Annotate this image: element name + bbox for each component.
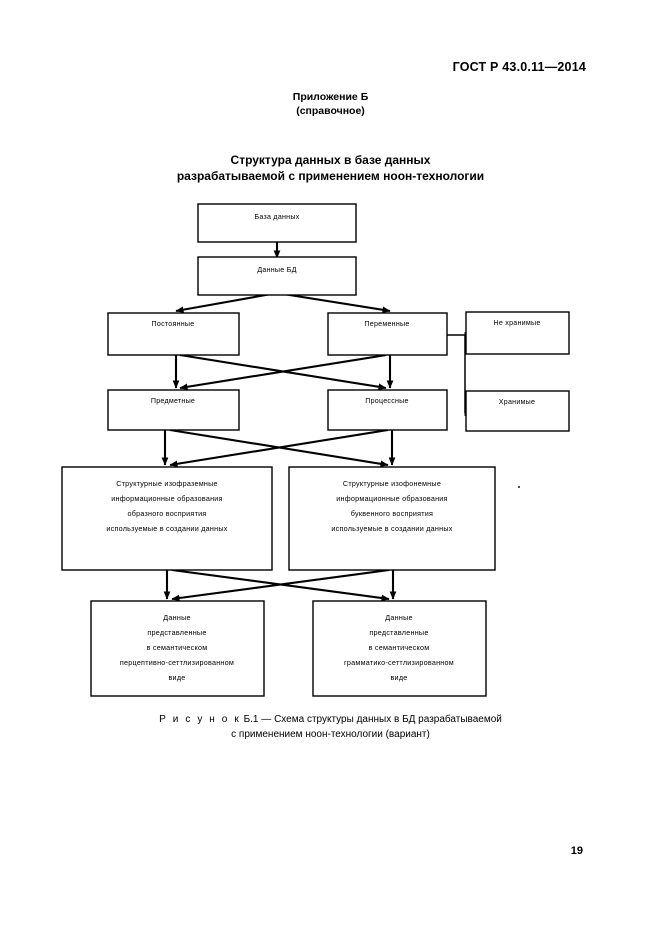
node-variable-label: Переменные bbox=[364, 320, 409, 328]
node-constant-box bbox=[107, 312, 240, 356]
figure-caption: Р и с у н о к Б.1 — Схема структуры данн… bbox=[0, 712, 661, 742]
node-stored-label: Хранимые bbox=[499, 398, 535, 406]
node-izofonem[interactable]: Структурные изофонемные информационные о… bbox=[288, 466, 496, 571]
node-db-data-label: Данные БД bbox=[257, 266, 296, 274]
node-izofonem-line2: информационные образования bbox=[336, 494, 447, 503]
node-process-label: Процессные bbox=[365, 397, 408, 405]
appendix-label: Приложение Б bbox=[292, 91, 369, 103]
node-database-box bbox=[197, 203, 357, 243]
page-title-line1: Структура данных в базе данных bbox=[230, 153, 431, 167]
node-grammatical-line1: Данные bbox=[385, 613, 412, 622]
connector-variable-to-subject bbox=[179, 353, 387, 391]
node-db-data-box bbox=[197, 256, 357, 296]
diagram-container: База данных Данные БД Постоянные Перемен… bbox=[0, 195, 661, 710]
node-grammatical-line5: виде bbox=[390, 673, 407, 682]
node-izofrazem-box bbox=[61, 466, 273, 571]
node-izofrazem-line4: используемые в создании данных bbox=[106, 524, 227, 533]
page-speck bbox=[518, 486, 520, 488]
node-grammatical-line4: грамматико-сеттлизированном bbox=[344, 658, 454, 667]
node-variable[interactable]: Переменные bbox=[327, 312, 448, 356]
node-izofonem-box bbox=[288, 466, 496, 571]
page-number: 19 bbox=[570, 845, 583, 857]
standard-header: ГОСТ Р 43.0.11—2014 bbox=[452, 60, 586, 74]
figure-caption-text1: Схема структуры данных в БД разрабатывае… bbox=[274, 714, 502, 725]
node-variable-box bbox=[327, 312, 448, 356]
figure-caption-word: Р и с у н о к bbox=[159, 714, 241, 725]
node-izofrazem-line2: информационные образования bbox=[111, 494, 222, 503]
node-constant[interactable]: Постоянные bbox=[107, 312, 240, 356]
node-subject[interactable]: Предметные bbox=[107, 389, 240, 431]
node-subject-label: Предметные bbox=[151, 397, 195, 405]
node-not-stored-box bbox=[465, 311, 570, 355]
page-title-line2: разрабатываемой с применением ноон-техно… bbox=[176, 169, 485, 183]
node-process[interactable]: Процессные bbox=[327, 389, 448, 431]
appendix-heading: Приложение Б (справочное) bbox=[0, 90, 661, 118]
node-izofonem-line1: Структурные изофонемные bbox=[343, 479, 441, 488]
node-izofrazem[interactable]: Структурные изофраземные информационные … bbox=[61, 466, 273, 571]
node-not-stored[interactable]: Не хранимые bbox=[465, 311, 570, 355]
node-stored[interactable]: Хранимые bbox=[465, 390, 570, 432]
node-grammatical-line2: представленные bbox=[369, 628, 428, 637]
node-perceptive-line2: представленные bbox=[147, 628, 206, 637]
node-perceptive-line4: перцептивно-сеттлизированном bbox=[120, 658, 234, 667]
node-grammatical[interactable]: Данные представленные в семантическом гр… bbox=[312, 600, 487, 697]
appendix-kind: (справочное) bbox=[296, 105, 365, 117]
node-perceptive[interactable]: Данные представленные в семантическом пе… bbox=[90, 600, 265, 697]
node-database[interactable]: База данных bbox=[197, 203, 357, 243]
node-process-box bbox=[327, 389, 448, 431]
connector-dbdata-to-constant bbox=[175, 291, 278, 314]
connector-process-to-izofrazem bbox=[169, 428, 389, 468]
figure-caption-line1: Р и с у н о к Б.1 — Схема структуры данн… bbox=[0, 712, 661, 727]
connector-dbdata-to-variable bbox=[276, 291, 391, 314]
node-subject-box bbox=[107, 389, 240, 431]
figure-caption-number: Б.1 bbox=[243, 714, 259, 725]
node-not-stored-label: Не хранимые bbox=[493, 319, 540, 327]
node-perceptive-line3: в семантическом bbox=[147, 643, 208, 652]
figure-caption-dash: — bbox=[261, 714, 272, 725]
node-grammatical-line3: в семантическом bbox=[369, 643, 430, 652]
node-stored-box bbox=[465, 390, 570, 432]
node-grammatical-box bbox=[312, 600, 487, 697]
node-constant-label: Постоянные bbox=[152, 320, 195, 328]
node-db-data[interactable]: Данные БД bbox=[197, 256, 357, 296]
node-izofonem-line3: буквенного восприятия bbox=[351, 509, 433, 518]
node-perceptive-line5: виде bbox=[168, 673, 185, 682]
flowchart-svg: База данных Данные БД Постоянные Перемен… bbox=[61, 203, 570, 697]
figure-caption-line2: с применением ноон-технологии (вариант) bbox=[231, 729, 430, 740]
node-izofrazem-line3: образного восприятия bbox=[127, 509, 206, 518]
node-izofonem-line4: используемые в создании данных bbox=[331, 524, 452, 533]
connector-izofonem-to-perceptive bbox=[171, 568, 390, 602]
node-perceptive-box bbox=[90, 600, 265, 697]
node-perceptive-line1: Данные bbox=[163, 613, 190, 622]
node-izofrazem-line1: Структурные изофраземные bbox=[116, 479, 218, 488]
page-title: Структура данных в базе данных разрабаты… bbox=[0, 152, 661, 184]
node-database-label: База данных bbox=[254, 213, 299, 221]
